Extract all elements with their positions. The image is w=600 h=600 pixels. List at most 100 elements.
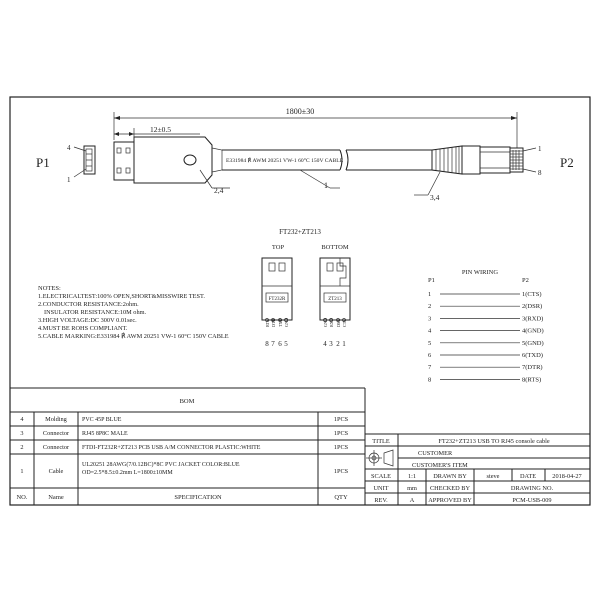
approved-by-label: APPROVED BY — [428, 497, 472, 504]
wiring-p2-5: 6(TXD) — [522, 352, 543, 359]
notes-heading: NOTES: — [38, 285, 61, 292]
bom-header-spec: SPECIFICATION — [174, 494, 222, 501]
customer-label: CUSTOMER — [418, 450, 453, 457]
wiring-p1-0: 1 — [428, 291, 431, 298]
molding-callout: 2,4 — [199, 169, 230, 195]
rj45-pin1-callout: 1 — [538, 145, 542, 153]
wiring-p2-6: 7(DTR) — [522, 364, 543, 371]
boot-callout-3-4: 3,4 — [430, 193, 440, 202]
bottom-number-0: 4 — [323, 340, 327, 348]
scale-label: SCALE — [371, 473, 391, 480]
rj45-boot: 3,4 — [414, 145, 463, 202]
bom-spec-3-0: UL20251 28AWG(7/0.12BC)*8C PVC JACKET CO… — [82, 461, 240, 468]
bom-name-2: Connector — [43, 444, 70, 451]
bottom-signal-2: DSR — [336, 319, 341, 327]
bom-spec-1-0: RJ45 8P8C MALE — [82, 431, 128, 437]
drawn-by-label: DRAWN BY — [433, 473, 467, 480]
bom-no-3: 1 — [20, 468, 23, 475]
top-signal-3: GND — [284, 318, 289, 327]
bom-spec-0-0: PVC 45P BLUE — [82, 417, 122, 423]
pcb-title: FT232+ZT213 — [279, 228, 321, 236]
note-line-5: 5.CABLE MARKING:E331984 ℟ AWM 20251 VW-1… — [38, 332, 229, 340]
bom-no-0: 4 — [20, 416, 24, 423]
top-number-3: 5 — [284, 340, 288, 348]
top-signal-1: DTR — [271, 318, 276, 327]
date-label: DATE — [520, 473, 536, 480]
drawn-by-value: steve — [487, 473, 500, 480]
bom-header-name: Name — [48, 494, 64, 501]
bom-no-1: 3 — [20, 430, 23, 437]
note-line-0: 1.ELECTRICALTEST:100% OPEN,SHORT&MISSWIR… — [38, 293, 205, 300]
molding-callout-2-4: 2,4 — [214, 186, 224, 195]
pin-wiring-col-p2: P2 — [522, 277, 529, 284]
usb-plug — [113, 136, 223, 184]
rev-value: A — [410, 497, 415, 504]
note-line-1: 2.CONDUCTOR RESISTANCE:2ohm. — [38, 301, 139, 308]
top-number-1: 7 — [271, 340, 275, 348]
rev-label: REV. — [374, 497, 388, 504]
bom-spec-2-0: FTDI-FT232R+ZT213 PCB USB A/M CONNECTOR … — [82, 445, 261, 451]
note-line-3: 3.HIGH VOLTAGE:DC 300V 0.01sec. — [38, 317, 137, 324]
bottom-signal-0: GND — [323, 318, 328, 327]
bom-header-no: NO. — [16, 494, 27, 501]
wiring-p2-7: 8(RTS) — [522, 376, 541, 383]
bom-name-1: Connector — [43, 430, 70, 437]
plug-length: 12±0.5 — [150, 125, 171, 134]
plug-label-p1: P1 — [36, 155, 50, 170]
wiring-p1-7: 8 — [428, 376, 431, 383]
pcb-bottom-view: ZT213 — [319, 257, 351, 322]
bottom-signal-1: RXD — [329, 318, 334, 327]
bom-name-0: Molding — [45, 416, 68, 423]
cable-assembly: P1 P2 4 1 — [36, 107, 574, 202]
usb-end-view: 4 1 — [67, 144, 96, 184]
bottom-chip-label: ZT213 — [328, 297, 342, 302]
top-number-0: 8 — [265, 340, 269, 348]
wiring-p1-6: 7 — [428, 364, 432, 371]
drawing-no-label: DRAWING NO. — [511, 485, 554, 492]
bom-qty-0: 1PCS — [334, 416, 349, 423]
pin-wiring-col-p1: P1 — [428, 277, 435, 284]
wiring-p1-5: 6 — [428, 352, 432, 359]
bottom-number-3: 1 — [342, 340, 346, 348]
bottom-label: BOTTOM — [321, 244, 349, 251]
bottom-number-2: 2 — [336, 340, 340, 348]
pcb-top-numbers: 8 7 6 5 — [265, 340, 288, 348]
wiring-p2-0: 1(CTS) — [522, 291, 542, 298]
pcb-top-signals: RTS DTR TXD GND — [265, 318, 289, 327]
wiring-p1-4: 5 — [428, 340, 431, 347]
usb-pin4-callout: 4 — [67, 144, 71, 152]
wiring-p1-3: 4 — [428, 328, 432, 335]
bom-qty-1: 1PCS — [334, 430, 349, 437]
cable-print: E331984 ℟ AWM 20251 VW-1 60°C 150V CABLE — [226, 156, 344, 164]
unit-label: UNIT — [373, 485, 388, 492]
overall-length-dimension: 1800±30 — [113, 107, 518, 148]
bom-qty-2: 1PCS — [334, 444, 349, 451]
bottom-signal-3: CTS — [342, 319, 347, 327]
flat-cable: E331984 ℟ AWM 20251 VW-1 60°C 150V CABLE… — [222, 149, 432, 190]
rj45-pin8-callout: 8 — [538, 169, 542, 177]
bottom-number-1: 3 — [329, 340, 333, 348]
usb-pin1-callout: 1 — [67, 176, 71, 184]
top-chip-label: FT232R — [269, 297, 286, 302]
cable-callout-1: 1 — [324, 181, 328, 190]
top-number-2: 6 — [278, 340, 282, 348]
pcb-bottom-numbers: 4 3 2 1 — [323, 340, 346, 348]
wiring-p2-1: 2(DSR) — [522, 303, 542, 310]
bom-no-2: 2 — [20, 444, 23, 451]
note-line-2: INSULATOR RESISTANCE:10M ohm. — [44, 309, 146, 316]
bom-qty-3: 1PCS — [334, 468, 349, 475]
overall-length: 1800±30 — [286, 107, 314, 116]
wiring-p2-3: 4(GND) — [522, 328, 544, 335]
notes-block: NOTES: 1.ELECTRICALTEST:100% OPEN,SHORT&… — [38, 285, 229, 340]
scale-value: 1:1 — [408, 473, 416, 480]
plug-length-dimension: 12±0.5 — [114, 125, 200, 140]
customers-item-label: CUSTOMER'S ITEM — [412, 462, 468, 469]
pcb-layout: FT232+ZT213 TOP BOTTOM FT232R RTS DTR TX… — [261, 228, 351, 348]
top-signal-2: TXD — [278, 318, 283, 327]
note-line-4: 4.MUST BE ROHS COMPLIANT. — [38, 325, 128, 332]
title-block: TITLE FT232+ZT213 USB TO RJ45 console ca… — [365, 433, 590, 505]
